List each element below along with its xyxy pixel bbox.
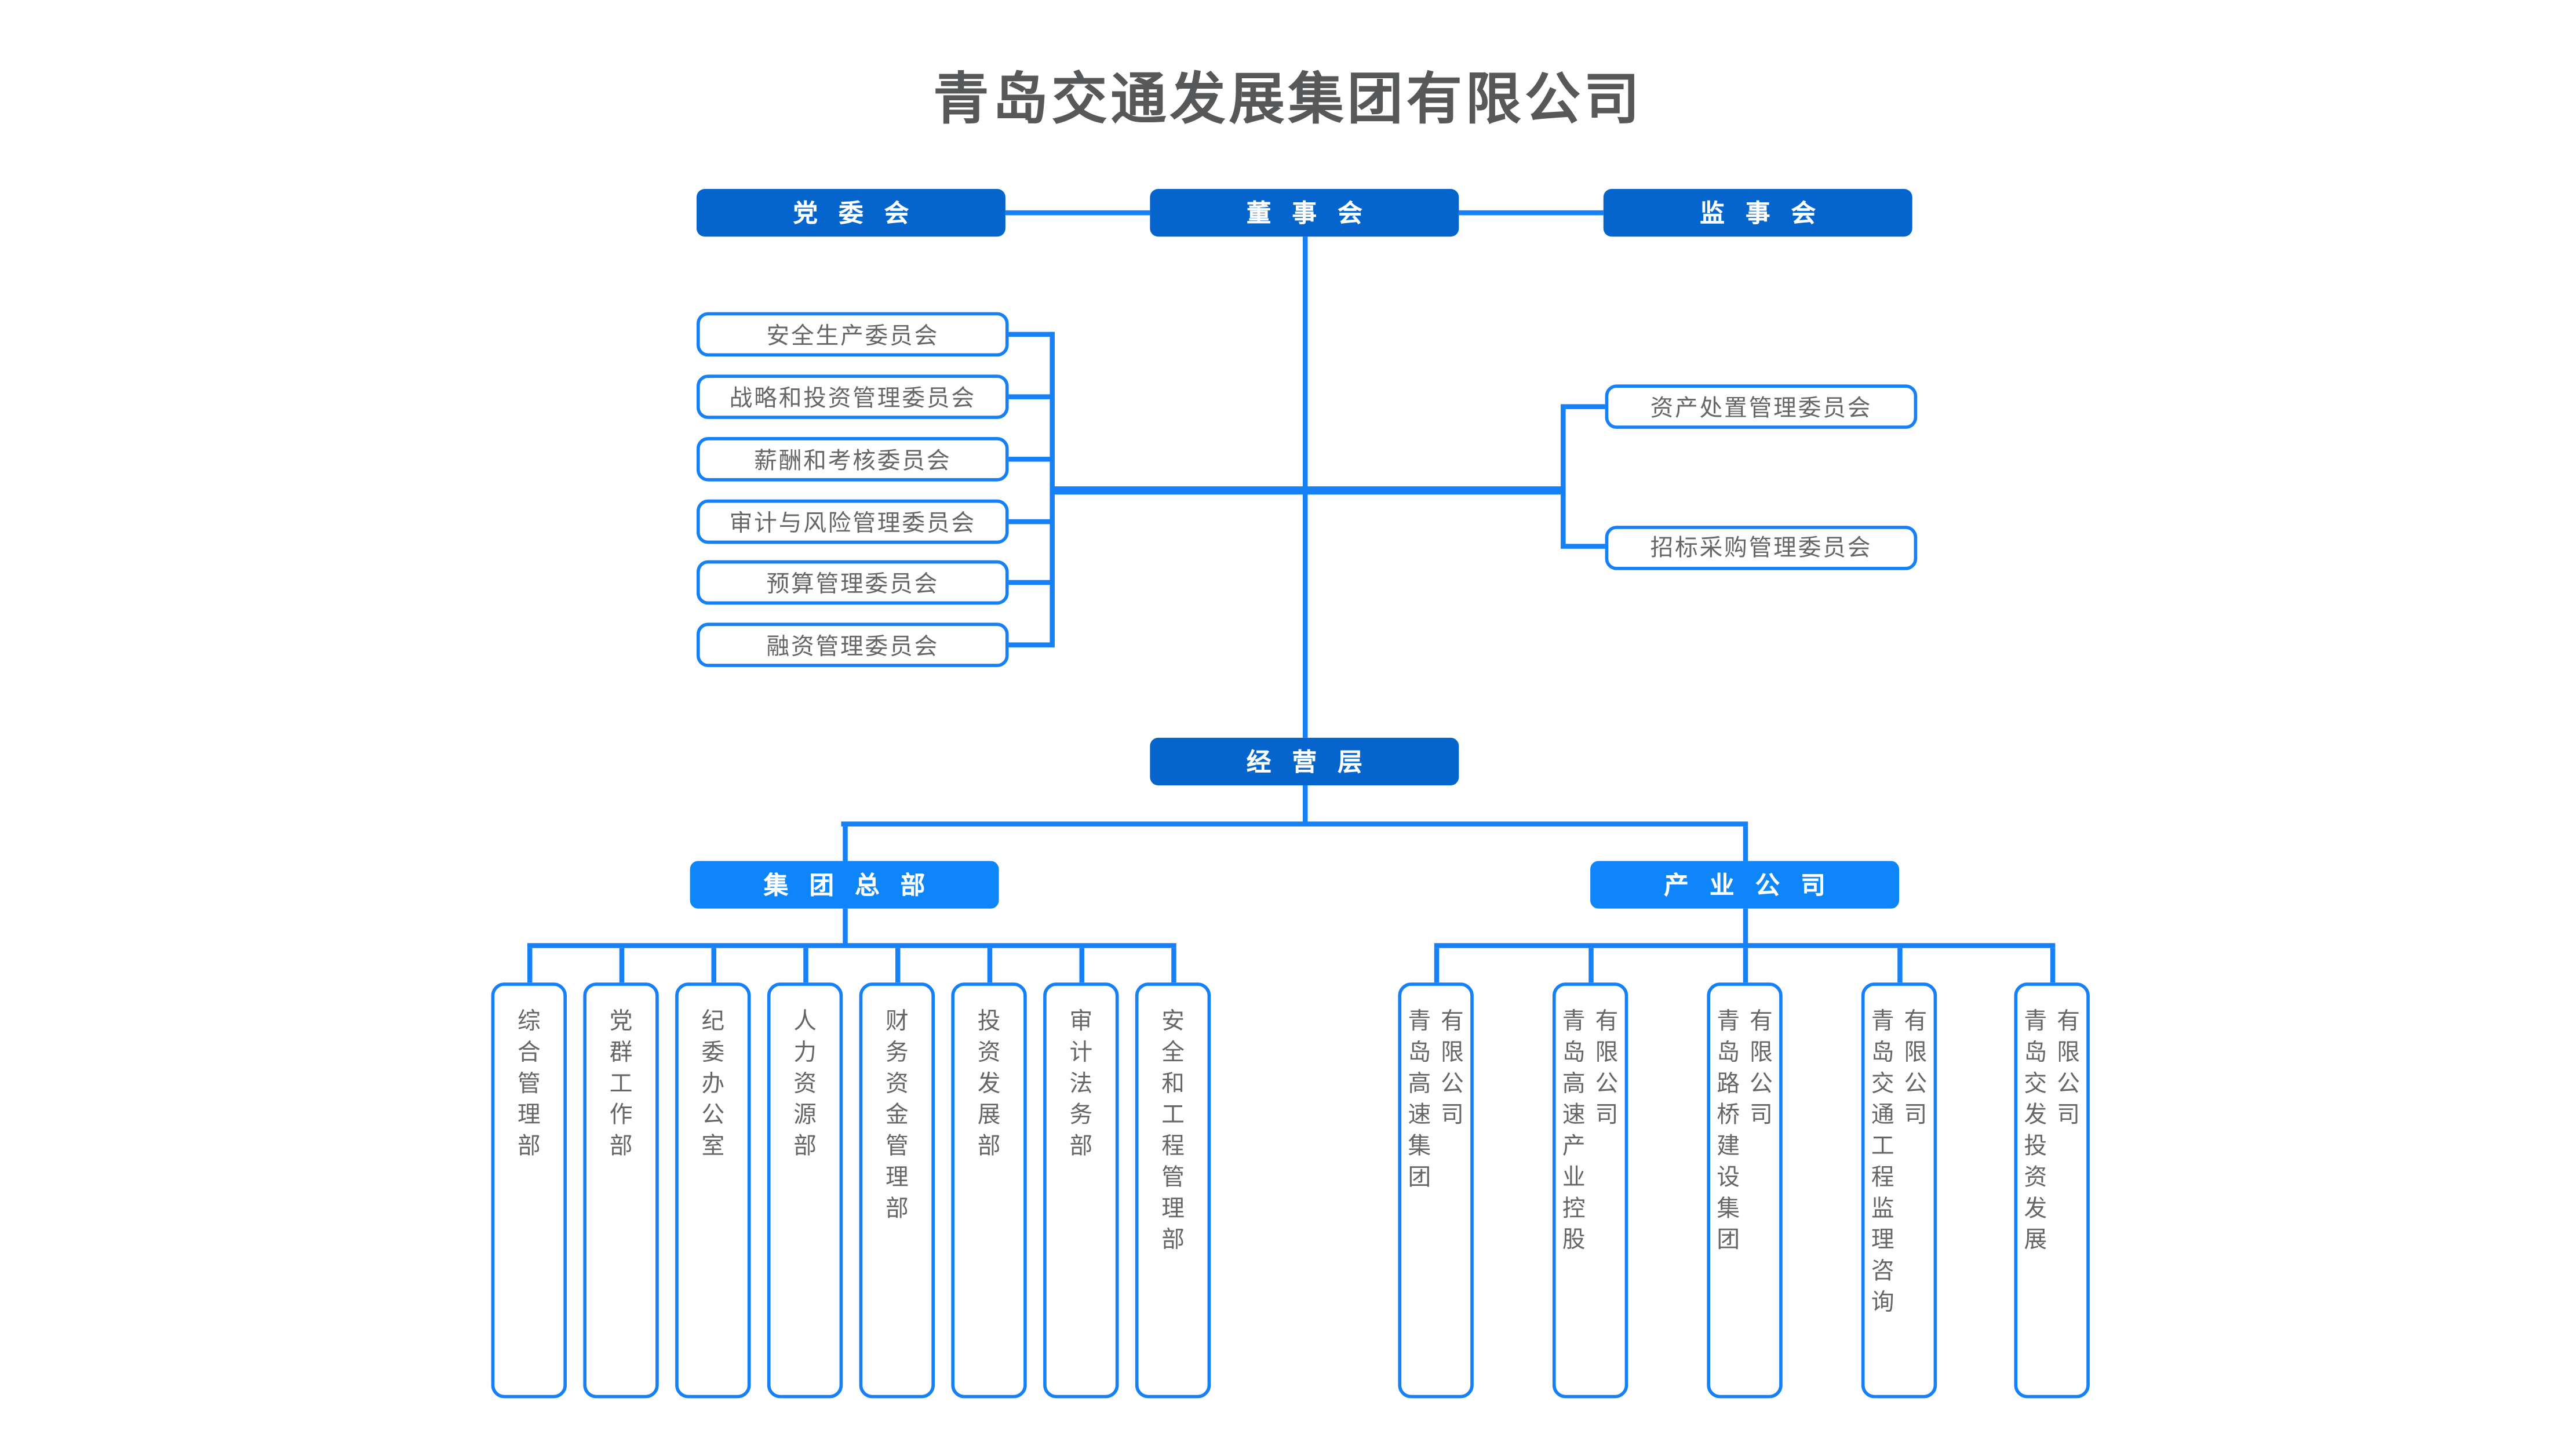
connector-line (1742, 908, 1747, 945)
subsidiary-suffix-column: 有限公司 (1750, 1007, 1773, 1127)
node-industry-companies: 产业公司 (1590, 861, 1900, 909)
subsidiary-expressway-group: 青岛高速集团 有限公司 (1398, 982, 1474, 1399)
node-management-layer: 经营层 (1150, 737, 1459, 786)
subsidiary-road-bridge-construction: 青岛路桥建设集团 有限公司 (1707, 982, 1783, 1399)
subsidiary-suffix-column: 有限公司 (1441, 1007, 1464, 1127)
node-party-committee: 党委会 (696, 189, 1005, 237)
department-human-resources: 人力资源部 (767, 982, 843, 1399)
connector-line (1561, 404, 1566, 549)
department-safety-engineering: 安全和工程管理部 (1135, 982, 1211, 1399)
subsidiary-suffix-column: 有限公司 (2057, 1007, 2080, 1127)
connector-line (526, 948, 532, 983)
department-label: 纪委办公室 (701, 1007, 725, 1159)
subsidiary-name-column: 青岛高速集团 (1408, 1007, 1431, 1190)
connector-line (1433, 943, 2054, 948)
connector-line (1005, 210, 1150, 216)
connector-line (1008, 580, 1054, 585)
connector-line (1587, 948, 1593, 983)
connector-line (1742, 826, 1747, 861)
subsidiary-name-column: 青岛路桥建设集团 (1717, 1007, 1740, 1253)
connector-line (711, 948, 716, 983)
department-label: 投资发展部 (977, 1007, 1001, 1159)
connector-line (841, 908, 847, 945)
committee-safety-production: 安全生产委员会 (696, 312, 1009, 357)
connector-line (618, 948, 624, 983)
connector-line (2049, 948, 2054, 983)
subsidiary-suffix-column: 有限公司 (1595, 1007, 1619, 1127)
connector-line (1008, 394, 1054, 399)
connector-line (1302, 785, 1307, 825)
connector-line (841, 821, 1748, 827)
subsidiary-suffix-column: 有限公司 (1904, 1007, 1928, 1127)
connector-line (1459, 210, 1604, 216)
committee-audit-risk: 审计与风险管理委员会 (696, 499, 1009, 544)
connector-line (841, 826, 847, 861)
department-label: 党群工作部 (609, 1007, 633, 1159)
connector-line (1896, 948, 1902, 983)
connector-line (526, 943, 1176, 948)
connector-line (1008, 519, 1054, 525)
committee-budget: 预算管理委员会 (696, 560, 1009, 605)
connector-line (1008, 457, 1054, 462)
connector-line (802, 948, 808, 983)
connector-line (1565, 404, 1605, 409)
committee-bidding-procurement: 招标采购管理委员会 (1605, 525, 1918, 570)
committee-financing: 融资管理委员会 (696, 622, 1009, 667)
department-party-mass-work: 党群工作部 (583, 982, 659, 1399)
connector-line (1008, 332, 1054, 337)
committee-asset-disposal: 资产处置管理委员会 (1605, 384, 1918, 429)
connector-line (894, 948, 900, 983)
page-title: 青岛交通发展集团有限公司 (933, 69, 1643, 132)
node-group-headquarters: 集团总部 (690, 861, 999, 909)
node-supervisory-board: 监事会 (1603, 189, 1912, 237)
department-audit-legal: 审计法务部 (1043, 982, 1119, 1399)
department-label: 综合管理部 (517, 1007, 541, 1159)
connector-line (1742, 948, 1747, 983)
node-board-of-directors: 董事会 (1150, 189, 1459, 237)
subsidiary-engineering-supervision-consulting: 青岛交通工程监理咨询 有限公司 (1861, 982, 1937, 1399)
committee-remuneration-appraisal: 薪酬和考核委员会 (696, 437, 1009, 482)
department-label: 安全和工程管理部 (1161, 1007, 1185, 1253)
department-investment-development: 投资发展部 (951, 982, 1027, 1399)
subsidiary-expressway-industry-holding: 青岛高速产业控股 有限公司 (1552, 982, 1628, 1399)
subsidiary-name-column: 青岛高速产业控股 (1562, 1007, 1586, 1253)
subsidiary-investment-development: 青岛交发投资发展 有限公司 (2014, 982, 2090, 1399)
subsidiary-name-column: 青岛交通工程监理咨询 (1871, 1007, 1894, 1315)
connector-line (986, 948, 992, 983)
connector-line (1008, 642, 1054, 647)
department-label: 审计法务部 (1069, 1007, 1093, 1159)
connector-line (1170, 948, 1176, 983)
department-label: 财务资金管理部 (885, 1007, 909, 1221)
department-discipline-office: 纪委办公室 (675, 982, 751, 1399)
department-finance-funds: 财务资金管理部 (859, 982, 935, 1399)
committee-strategy-investment: 战略和投资管理委员会 (696, 374, 1009, 419)
connector-line (1565, 544, 1605, 549)
department-general-management: 综合管理部 (491, 982, 567, 1399)
connector-line (1433, 948, 1438, 983)
connector-line (1050, 485, 1566, 494)
subsidiary-name-column: 青岛交发投资发展 (2024, 1007, 2047, 1253)
department-label: 人力资源部 (793, 1007, 817, 1159)
connector-line (1079, 948, 1084, 983)
